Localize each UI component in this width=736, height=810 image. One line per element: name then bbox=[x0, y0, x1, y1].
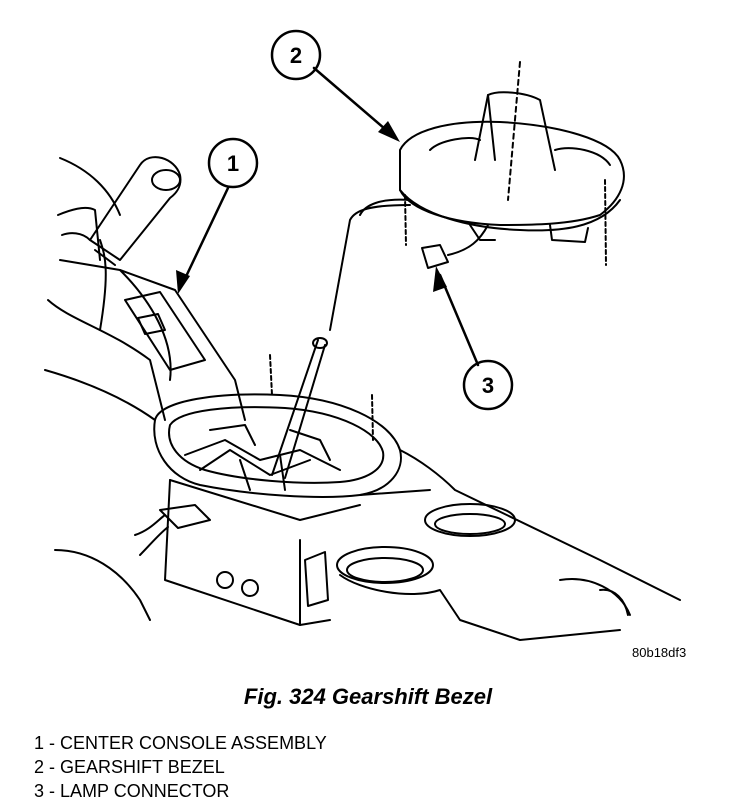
callout-number-3: 3 bbox=[482, 373, 494, 398]
center-console-body bbox=[44, 259, 402, 626]
callout-circle-3 bbox=[462, 359, 514, 411]
cupholder-section bbox=[336, 449, 681, 641]
legend-item: 2 - GEARSHIFT BEZEL bbox=[34, 757, 225, 777]
lamp-connector bbox=[329, 198, 489, 331]
gearshift-bezel-illustration: 2 1 3 bbox=[44, 29, 681, 641]
leader-lines bbox=[180, 66, 480, 367]
callout-circle-2 bbox=[270, 29, 322, 81]
gearshift-bezel bbox=[269, 61, 625, 441]
leader-arrowheads bbox=[176, 121, 447, 294]
legend-item: 3 - LAMP CONNECTOR bbox=[34, 781, 230, 801]
seat-outline bbox=[54, 157, 151, 621]
legend-list: 1 - CENTER CONSOLE ASSEMBLY 2 - GEARSHIF… bbox=[34, 731, 327, 803]
figure-caption: Fig. 324 Gearshift Bezel bbox=[243, 684, 493, 709]
callout-number-1: 1 bbox=[227, 151, 239, 176]
callout-number-2: 2 bbox=[290, 43, 302, 68]
image-code: 80b18df3 bbox=[632, 645, 687, 660]
legend-item: 1 - CENTER CONSOLE ASSEMBLY bbox=[34, 733, 327, 753]
callout-circle-1 bbox=[207, 137, 259, 189]
